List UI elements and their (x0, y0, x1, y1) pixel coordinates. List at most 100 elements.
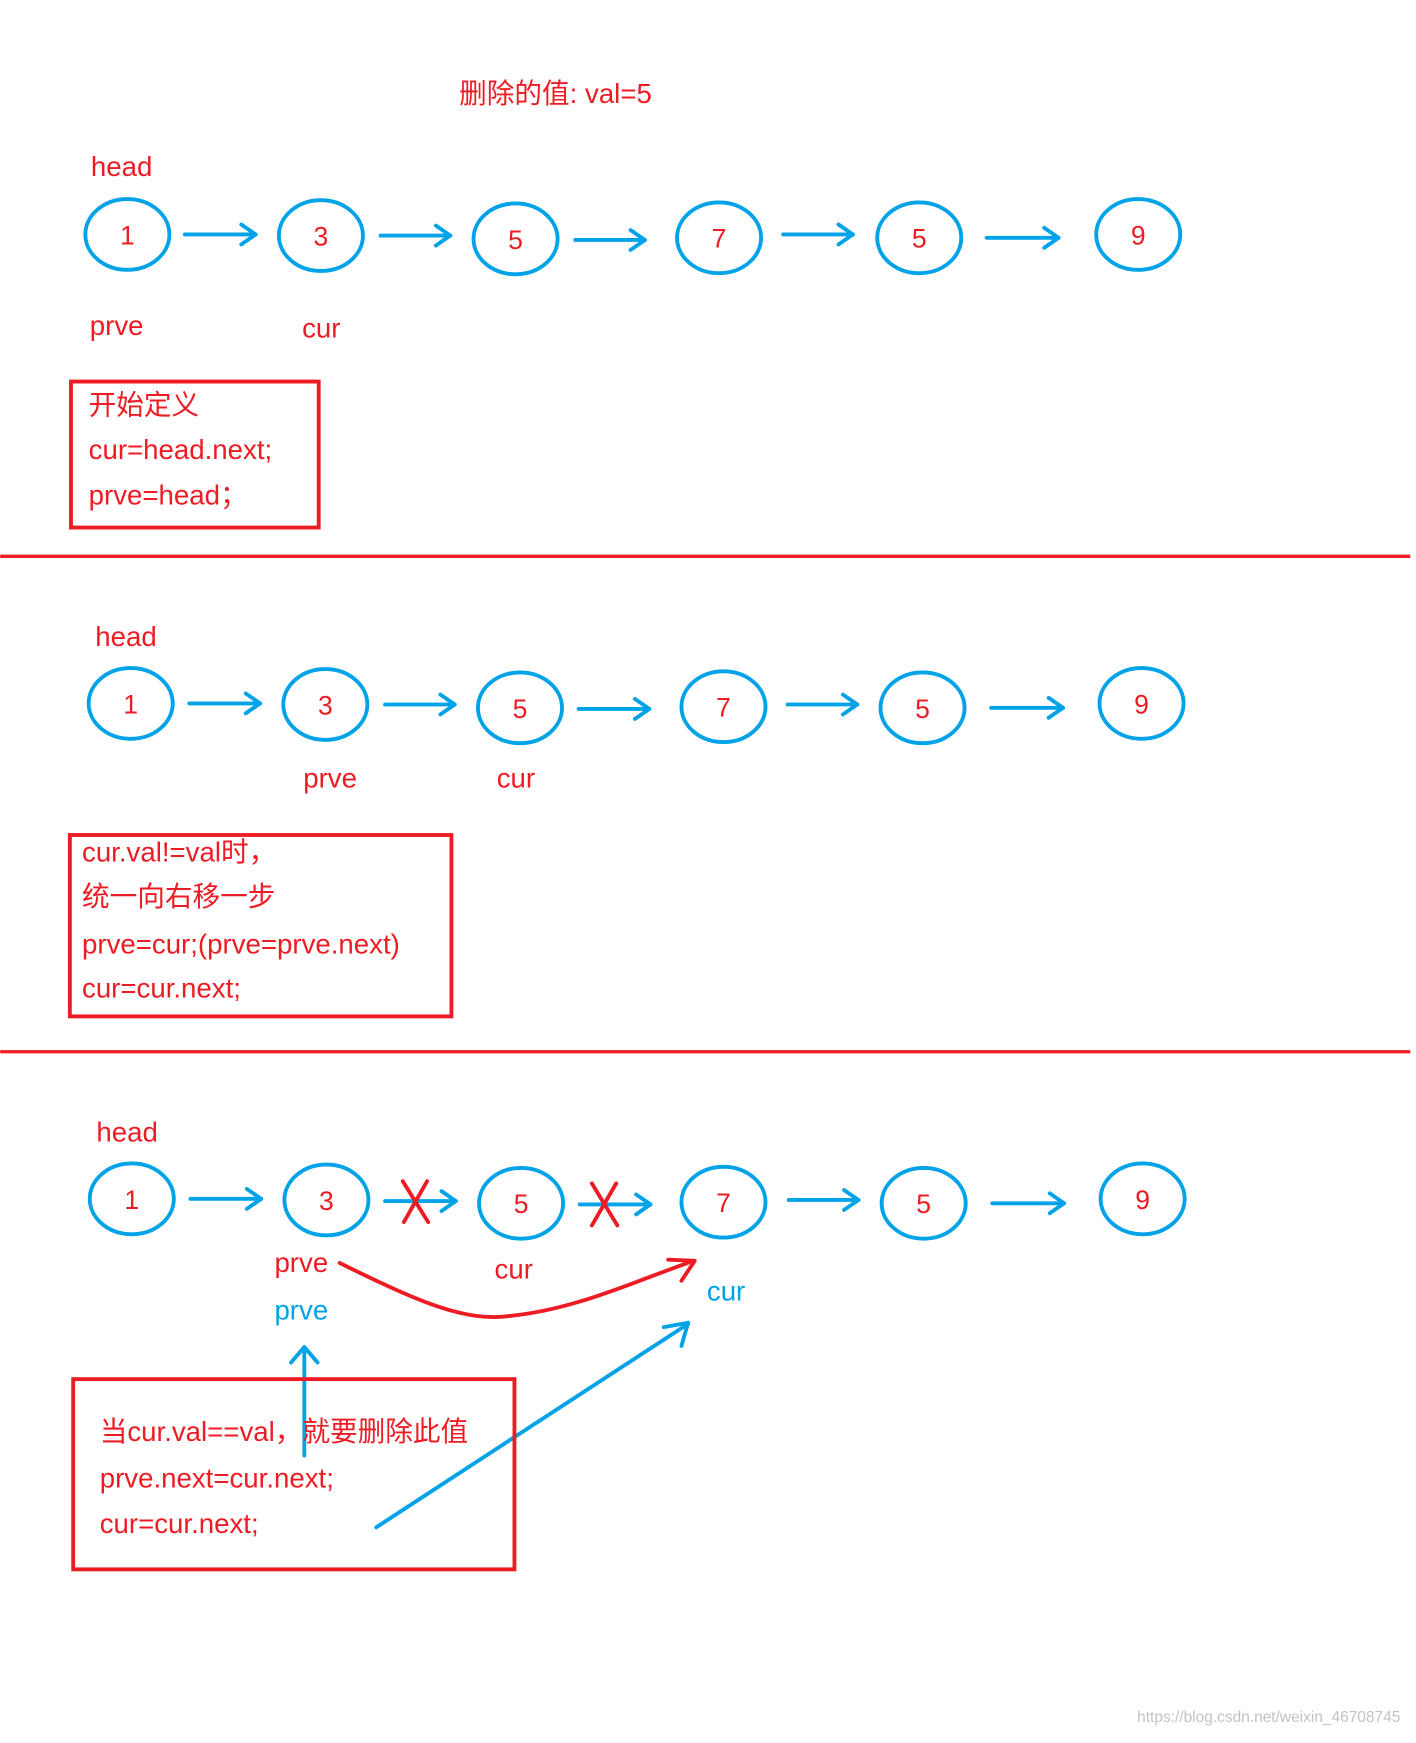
node: 9 (1098, 1161, 1187, 1237)
next-arrow (990, 1191, 1067, 1216)
next-arrow-cut (383, 1179, 458, 1225)
next-arrow (576, 697, 652, 721)
next-arrow (989, 695, 1065, 720)
node-value: 5 (916, 1189, 931, 1219)
next-arrow (573, 228, 647, 252)
prve-pointer-label: prve (90, 310, 144, 341)
node-circle (87, 1161, 176, 1237)
cur-new-pointer-label: cur (707, 1276, 745, 1307)
next-arrow (378, 223, 453, 248)
node: 3 (282, 1162, 371, 1238)
section-move-right: head 1 3 5 7 5 9 (67, 621, 1186, 1019)
node-value: 1 (120, 220, 135, 250)
next-arrow (188, 1186, 264, 1211)
node: 7 (679, 1164, 768, 1240)
cur-pointer-label: cur (497, 762, 535, 793)
node-value: 9 (1135, 1185, 1150, 1215)
node-circle (875, 200, 964, 276)
node: 9 (1097, 666, 1186, 741)
node-circle (276, 198, 365, 273)
code-line: 统一向右移一步 (82, 881, 275, 912)
code-line: 当cur.val==val，就要删除此值 (100, 1416, 468, 1447)
code-box: 当cur.val==val，就要删除此值 prve.next=cur.next;… (71, 1377, 517, 1572)
next-arrow (187, 691, 263, 716)
node: 5 (476, 670, 564, 746)
node-value: 5 (513, 694, 528, 724)
next-arrow (984, 225, 1061, 250)
cross-mark-icon (589, 1181, 620, 1228)
node: 3 (281, 667, 370, 742)
node: 5 (878, 670, 967, 746)
node-circle (878, 670, 967, 746)
node-circle (1097, 666, 1186, 741)
node-value: 1 (124, 1185, 139, 1215)
diagram-title: 删除的值: val=5 (459, 78, 652, 109)
node-value: 3 (314, 222, 329, 252)
head-label: head (96, 1116, 157, 1147)
node: 1 (83, 197, 172, 272)
code-line: prve=cur;(prve=prve.next) (82, 928, 400, 959)
node: 5 (477, 1165, 566, 1241)
node: 3 (276, 198, 365, 273)
node: 7 (675, 200, 764, 276)
node-circle (281, 667, 370, 742)
node-circle (675, 200, 764, 276)
cur-pointer-label: cur (302, 312, 340, 343)
code-line: 开始定义 (89, 390, 200, 421)
code-line: prve=head； (89, 479, 248, 510)
node-circle (282, 1162, 371, 1238)
node: 5 (471, 201, 560, 277)
node-circle (86, 666, 175, 741)
node-value: 7 (712, 224, 727, 254)
node-value: 9 (1131, 220, 1146, 250)
node-value: 9 (1134, 689, 1149, 719)
node-circle (1094, 197, 1183, 272)
node-value: 5 (514, 1189, 529, 1219)
node-circle (476, 670, 564, 746)
next-arrow (785, 692, 860, 717)
next-arrow-cut (577, 1181, 653, 1228)
cross-mark-icon (400, 1179, 431, 1225)
node-circle (679, 669, 768, 745)
node-circle (679, 1164, 768, 1240)
cur-pointer-label: cur (495, 1253, 533, 1284)
head-label: head (91, 151, 152, 182)
node-value: 3 (318, 690, 333, 720)
cur-move-arrow (374, 1320, 691, 1530)
node-value: 7 (716, 1188, 731, 1218)
node-value: 3 (319, 1186, 334, 1216)
prve-pointer-label: prve (303, 762, 357, 793)
node: 9 (1094, 197, 1183, 272)
code-line: cur=head.next; (89, 434, 273, 465)
code-line: prve.next=cur.next; (100, 1463, 334, 1494)
code-line: cur.val!=val时， (82, 837, 276, 868)
code-line: cur=cur.next; (82, 973, 241, 1004)
next-arrow (781, 222, 855, 247)
node: 1 (87, 1161, 176, 1237)
node: 5 (879, 1165, 968, 1241)
node-value: 1 (123, 689, 138, 719)
section-delete: head 1 3 5 7 5 9 (71, 1116, 1187, 1572)
head-label: head (95, 621, 156, 652)
node-value: 7 (716, 693, 731, 723)
node-circle (477, 1165, 566, 1241)
code-box: 开始定义 cur=head.next; prve=head； (69, 379, 321, 530)
prve-pointer-label: prve (274, 1247, 328, 1278)
node-value: 5 (915, 694, 930, 724)
next-arrow (383, 692, 457, 717)
node: 7 (679, 669, 768, 745)
node-circle (879, 1165, 968, 1241)
node: 1 (86, 666, 175, 741)
next-arrow (786, 1188, 861, 1212)
node: 5 (875, 200, 964, 276)
node-value: 5 (508, 225, 523, 255)
node-circle (471, 201, 560, 277)
code-line: cur=cur.next; (100, 1508, 259, 1539)
node-circle (83, 197, 172, 272)
prve-new-pointer-label: prve (274, 1294, 328, 1325)
code-box: cur.val!=val时， 统一向右移一步 prve=cur;(prve=pr… (67, 833, 454, 1019)
section-initial: head 1 3 5 7 5 9 (69, 151, 1183, 530)
next-arrow (182, 222, 258, 247)
prve-stay-arrow (289, 1345, 320, 1458)
